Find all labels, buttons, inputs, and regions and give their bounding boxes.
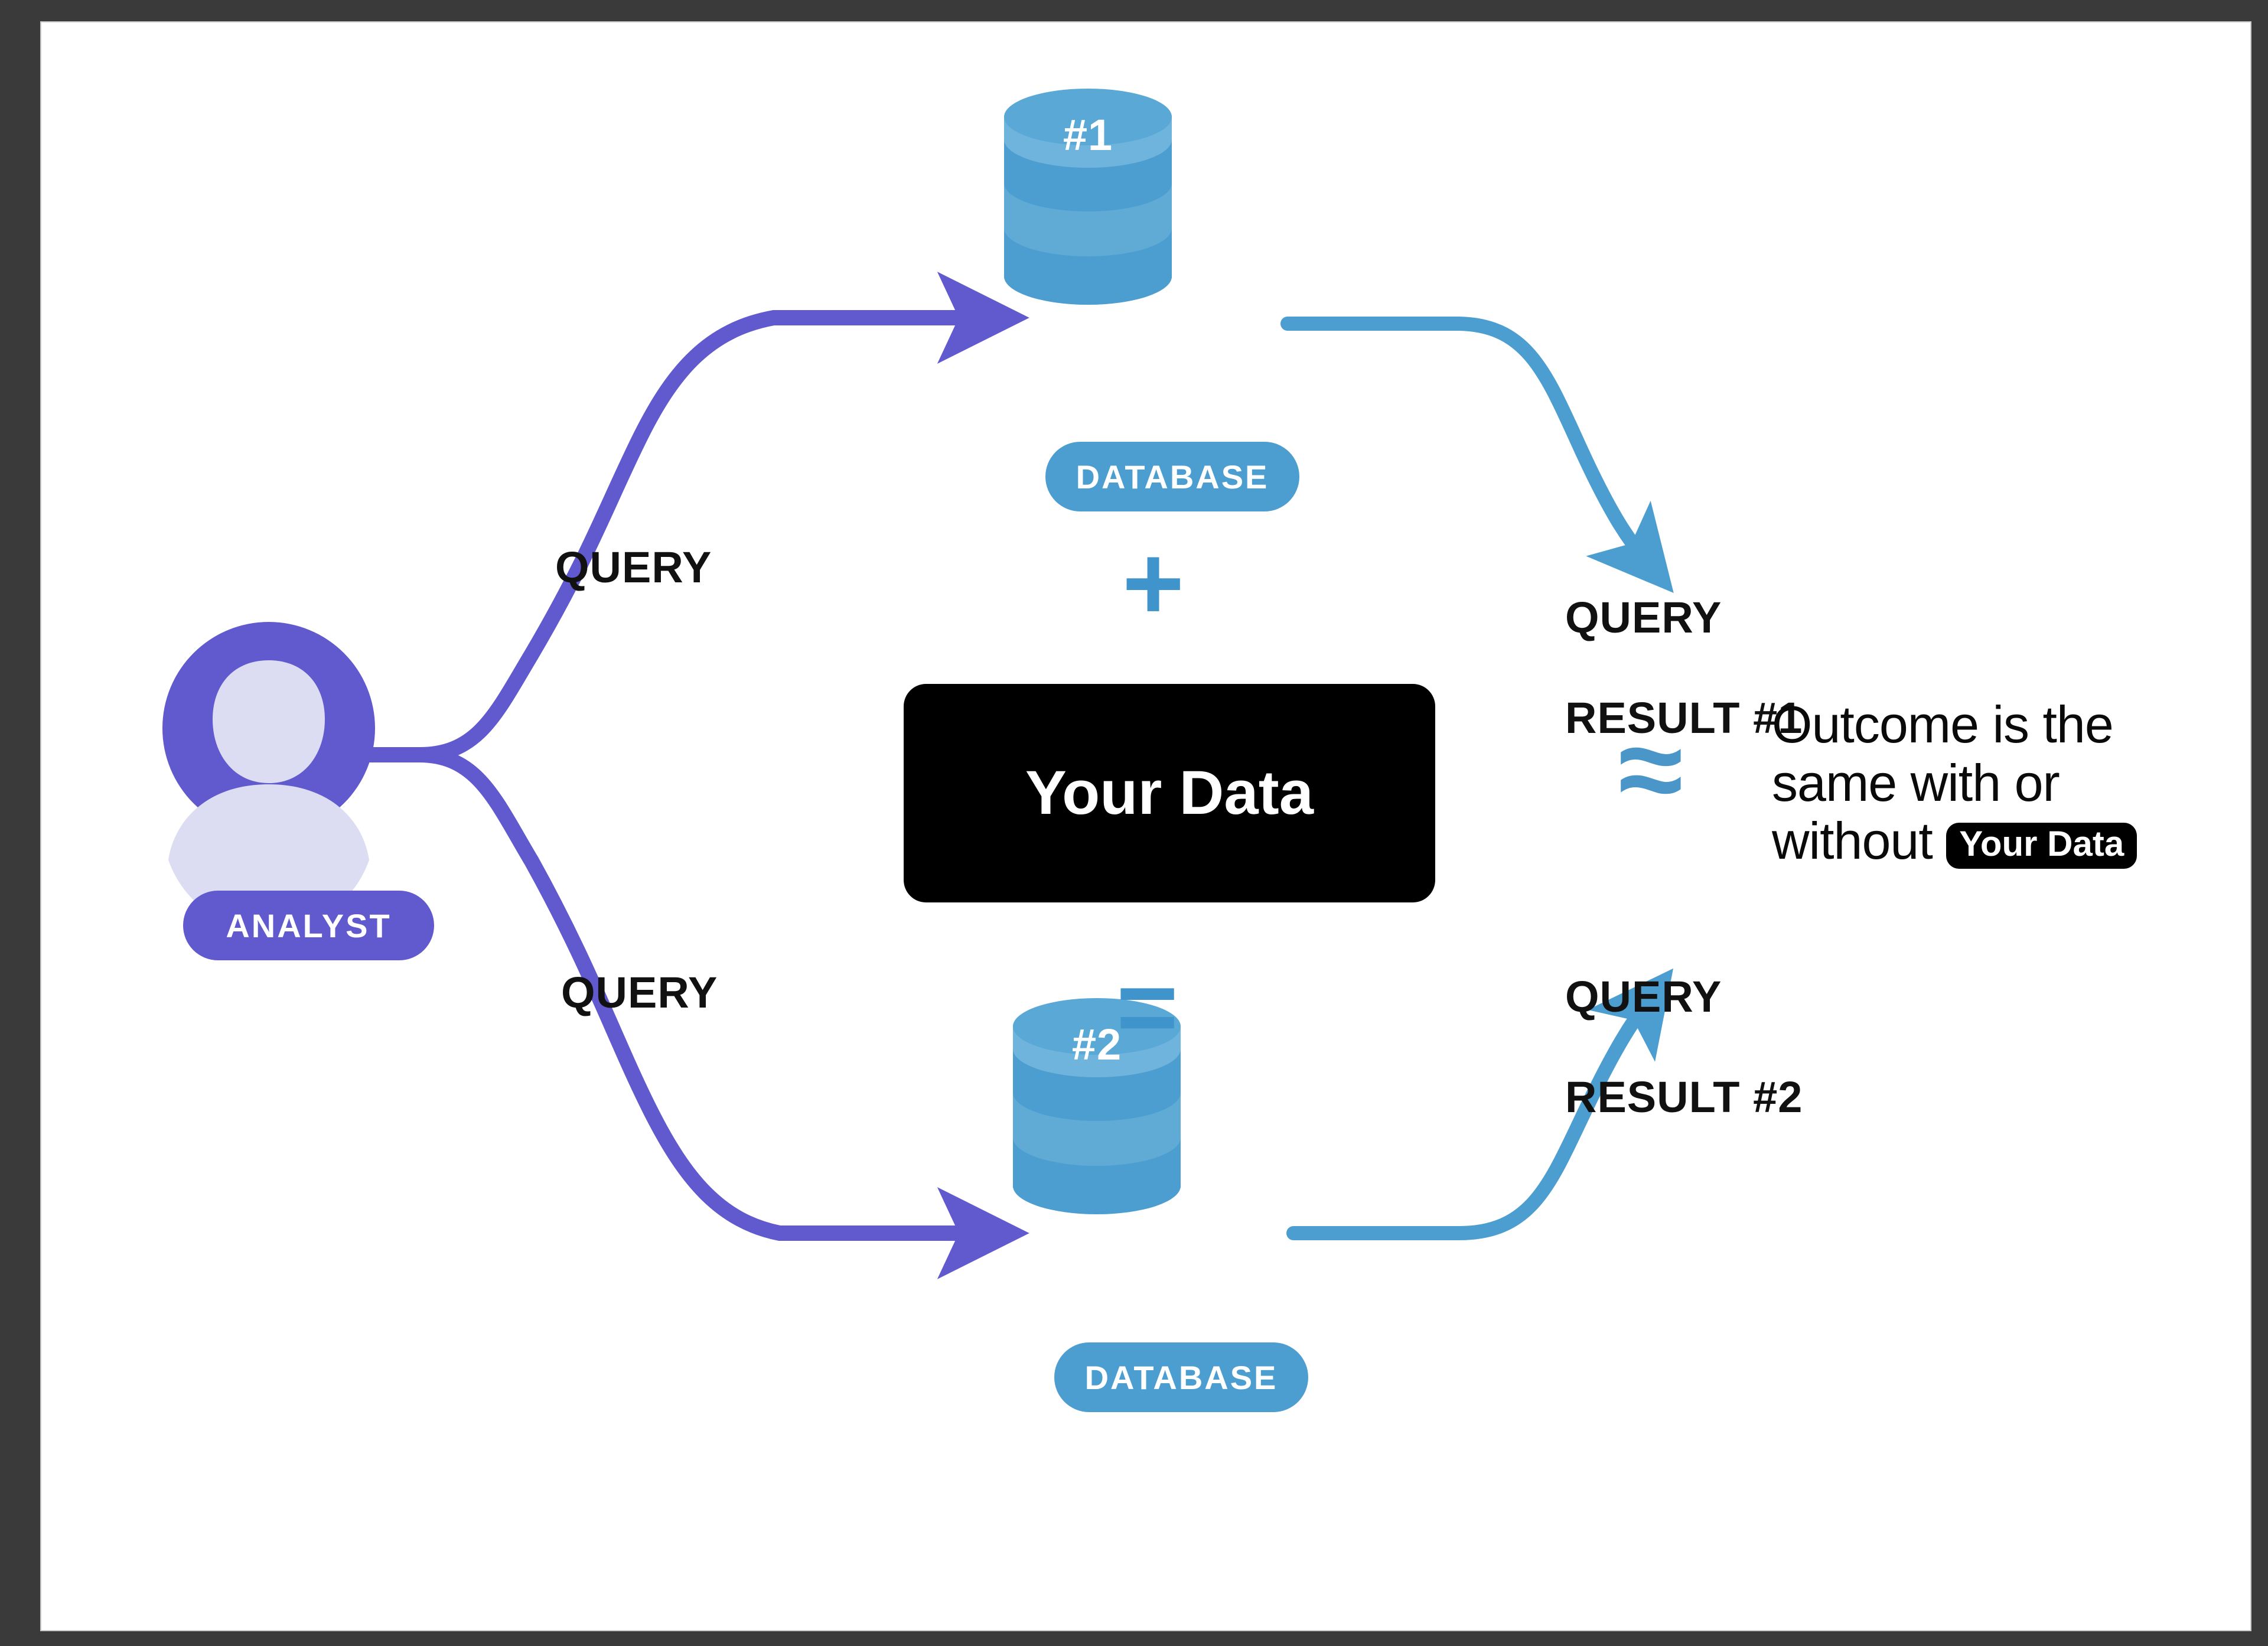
outcome-line-2: same with or [1772, 753, 2060, 812]
arrow-layer [361, 272, 1674, 1279]
cylinder-icon [1004, 89, 1172, 305]
database-1-label-pill[interactable]: DATABASE [1045, 442, 1299, 511]
result-arrow-lower-path [1286, 968, 1674, 1240]
plus-operator-icon: + [1122, 524, 1185, 643]
database-2-label-pill[interactable]: DATABASE [1054, 1342, 1308, 1412]
query-label-upper: QUERY [555, 543, 712, 592]
query-result-1-line2: RESULT #1 [1565, 693, 1803, 743]
approx-operator-icon: ≈ [1618, 703, 1683, 835]
query-result-1-label: QUERY RESULT #1 [1565, 542, 1803, 743]
slide-canvas: #1 DATABASE #2 DATABASE ANALY [41, 22, 2250, 1630]
result-arrow-upper-path [1280, 317, 1674, 594]
outcome-line-3: without [1772, 811, 1933, 871]
outcome-statement: Outcome is the same with or without Your… [1772, 695, 2185, 871]
your-data-box-label: Your Data [1025, 758, 1314, 827]
query-arrow-upper-path [412, 272, 1029, 762]
query-result-1-line1: QUERY [1565, 593, 1722, 643]
query-result-2-line1: QUERY [1565, 972, 1722, 1022]
query-label-lower: QUERY [561, 968, 718, 1017]
database-2-label: DATABASE [1084, 1358, 1278, 1396]
query-result-2-label: QUERY RESULT #2 [1565, 921, 1803, 1122]
query-result-2-line2: RESULT #2 [1565, 1073, 1803, 1122]
database-1-label: DATABASE [1076, 458, 1269, 496]
analyst-label-pill[interactable]: ANALYST [183, 891, 434, 960]
outcome-line-1: Outcome is the [1772, 695, 2114, 754]
diagram-canvas: #1 DATABASE #2 DATABASE ANALY [41, 22, 2250, 1630]
your-data-box[interactable]: Your Data [904, 684, 1435, 902]
database-cylinder-1[interactable]: #1 [993, 82, 1182, 318]
query-arrow-lower-path [412, 747, 1029, 1279]
analyst-label: ANALYST [226, 907, 392, 944]
equals-operator-icon: = [1116, 948, 1179, 1067]
cylinder-icon [1013, 998, 1181, 1214]
database-cylinder-2[interactable]: #2 [1002, 991, 1191, 1227]
your-data-chip: Your Data [1946, 823, 2137, 869]
